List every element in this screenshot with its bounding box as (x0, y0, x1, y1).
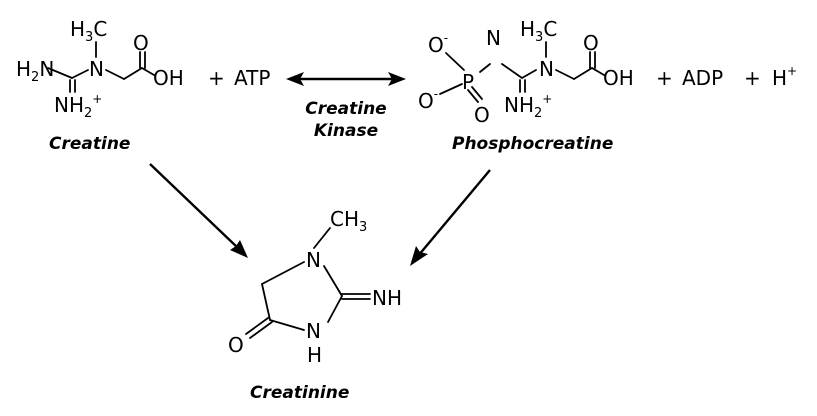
phospho-o: O (583, 31, 599, 55)
creatine-n: N (89, 57, 104, 81)
creatine-h2n: H2N (16, 57, 54, 85)
creatine-nh2-plus: NH2+ (54, 92, 102, 121)
ring-bond-n3-c4 (269, 319, 305, 331)
phospho-nh2-plus: NH2+ (504, 92, 552, 121)
bond-n-ch2-2 (555, 69, 575, 80)
phosphocreatine-structure: O- O- P O N H N H3C O OH NH2+ Phosphocre… (418, 17, 634, 154)
bond-ch2-c-2 (573, 67, 593, 80)
bond-c-oh (141, 67, 155, 76)
plus-sign-2: + (656, 66, 673, 90)
ring-bond-c4-ch2 (261, 283, 271, 321)
bond-n1-ch3 (313, 227, 331, 249)
bond-nh-c (501, 63, 523, 79)
enzyme-label-line1: Creatine (305, 99, 386, 119)
creatine-h3c: H3C (70, 17, 107, 45)
bond-o-p-top (445, 52, 465, 71)
phospho-nh: N (486, 26, 501, 50)
bond-ch2-c (123, 67, 143, 80)
phospho-o-double: O (474, 103, 490, 127)
arrow-left-shaft (149, 163, 239, 249)
plus-sign-1: + (208, 66, 225, 90)
phospho-h3c: H3C (520, 17, 557, 45)
bond-c4-o-a (245, 317, 269, 335)
phospho-oh: OH (603, 66, 634, 90)
ring-bond-ch2-n1 (261, 261, 305, 285)
creatine-label: Creatine (49, 134, 130, 154)
creatinine-nh-imine: NH (372, 286, 402, 310)
creatine-oh: OH (153, 66, 184, 90)
enzyme-label-line2: Kinase (314, 121, 378, 141)
phospho-o-bottom: O- (418, 87, 438, 113)
phospho-p: P (462, 70, 474, 94)
bond-c-n (71, 69, 89, 79)
atp-label: ATP (234, 66, 270, 90)
creatinine-n3-h: H (307, 343, 322, 367)
arrowhead-right (388, 72, 406, 86)
proton-label: H+ (772, 64, 797, 90)
adp-label: ADP (682, 66, 723, 90)
ring-bond-n1-c2 (323, 265, 343, 297)
equilibrium-arrow (286, 72, 406, 86)
creatine-structure: H2N N H3C O OH NH2+ Creatine (16, 17, 184, 154)
creatinine-structure: N CH3 NH N H O Creatinine (228, 207, 402, 403)
arrow-right-shaft (417, 169, 491, 257)
bond-o-p-bottom (439, 83, 463, 95)
ring-bond-c2-n3 (327, 295, 343, 323)
arrow-right-head (410, 246, 428, 266)
bond-h2n-c (47, 67, 73, 79)
creatinine-ch3: CH3 (330, 207, 367, 235)
phosphocreatine-label: Phosphocreatine (452, 134, 613, 154)
bond-c-oh-2 (591, 67, 605, 76)
creatinine-n1: N (306, 248, 321, 272)
bond-p-o-a (467, 89, 479, 103)
arrowhead-left (286, 72, 304, 86)
creatinine-n3: N (306, 319, 321, 343)
phospho-o-top: O- (428, 31, 448, 57)
bond-c4-o-b (249, 321, 273, 339)
plus-sign-3: + (744, 66, 761, 90)
arrow-left-head (230, 240, 248, 258)
phospho-n: N (539, 57, 554, 81)
bond-n-ch2 (105, 69, 125, 80)
arrow-creatine-to-creatinine (149, 163, 248, 258)
bond-p-nh (479, 63, 491, 73)
creatinine-o: O (228, 333, 244, 357)
bond-p-o-b (471, 86, 483, 100)
creatine-o: O (133, 31, 149, 55)
arrow-phosphocreatine-to-creatinine (410, 169, 491, 266)
creatinine-label: Creatinine (250, 383, 349, 403)
bond-c-n2 (521, 69, 537, 79)
